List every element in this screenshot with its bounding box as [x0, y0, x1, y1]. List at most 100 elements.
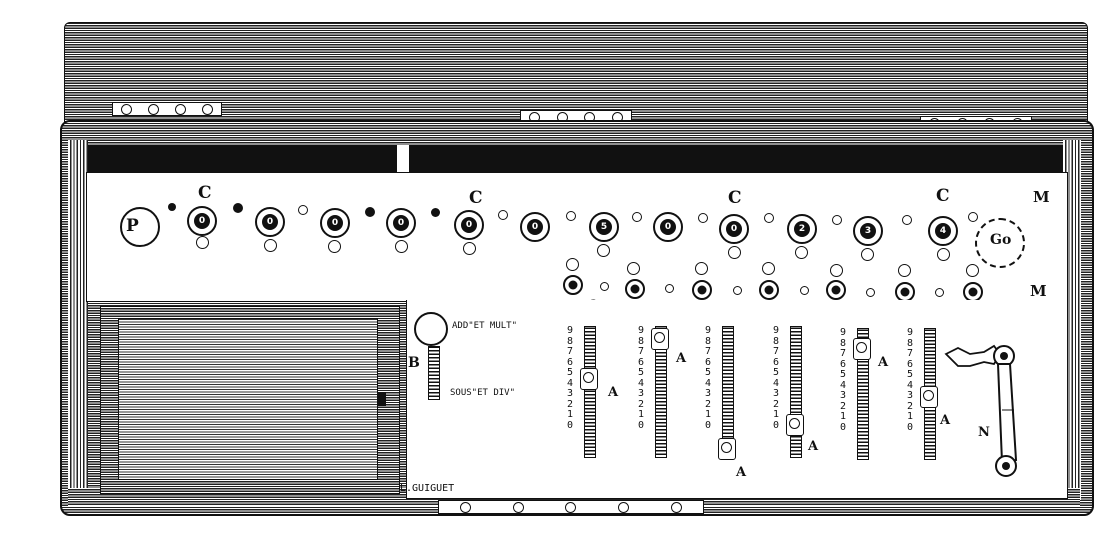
digit-mark: 0 [839, 421, 847, 433]
digit-mark: 7 [566, 346, 574, 357]
digit-mark: 7 [906, 348, 914, 359]
result-dial-1[interactable]: 0 [187, 206, 217, 236]
p-knob[interactable] [120, 207, 160, 247]
letter-c-2: C [469, 188, 483, 208]
digit-mark: 1 [566, 409, 574, 420]
result-dial-3[interactable]: 0 [320, 208, 350, 238]
storage-tray-recess [118, 318, 378, 480]
digit-mark: 5 [637, 367, 645, 378]
marker-dot [168, 203, 176, 211]
digit-mark: 0 [566, 419, 574, 431]
box-lid [64, 22, 1088, 122]
quotient-dial-7[interactable] [963, 282, 983, 302]
slider-rack [655, 326, 667, 458]
marker-hole [968, 212, 978, 222]
hinge-bottom [438, 500, 704, 514]
marker-hole [733, 286, 742, 295]
digit-mark: 6 [906, 358, 914, 370]
digit-mark: 3 [772, 388, 780, 399]
result-dial-7[interactable]: 5 [589, 212, 619, 242]
digit-mark: 6 [772, 356, 780, 368]
digit-mark: 0 [772, 419, 780, 431]
digit-mark: 8 [839, 337, 847, 349]
letter-p: P [126, 216, 139, 236]
quotient-dial-4[interactable] [759, 280, 779, 300]
digit-mark: 5 [704, 367, 712, 378]
switch-rack [428, 346, 440, 400]
result-dial-10[interactable]: 2 [787, 214, 817, 244]
marker-hole [665, 284, 674, 293]
reset-hole [463, 242, 476, 255]
digit-mark: 2 [839, 400, 847, 412]
marker-hole [935, 288, 944, 297]
gear-label: Gо [990, 232, 1012, 248]
slider-rack [584, 326, 596, 458]
digit-mark: 4 [704, 377, 712, 389]
slider-rack [790, 326, 802, 458]
letter-c-4: C [936, 186, 950, 206]
setting-slider-button[interactable] [718, 438, 736, 460]
reset-hole [597, 244, 610, 257]
letter-a-upper: A [878, 355, 889, 370]
marker-hole [832, 215, 842, 225]
quotient-dial-1[interactable] [563, 275, 583, 295]
marker-hole [566, 211, 576, 221]
counter-window [830, 264, 843, 277]
result-dial-4[interactable]: 0 [386, 208, 416, 238]
result-dial-9[interactable]: 0 [719, 214, 749, 244]
digit-mark: 6 [637, 356, 645, 368]
digit-mark: 3 [906, 390, 914, 401]
digit-mark: 7 [839, 348, 847, 359]
result-dial-2[interactable]: 0 [255, 207, 285, 237]
marker-hole [902, 215, 912, 225]
result-dial-6[interactable]: 0 [520, 212, 550, 242]
digit-mark: 9 [906, 327, 914, 338]
result-dial-11[interactable]: 3 [853, 216, 883, 246]
digit-mark: 4 [566, 377, 574, 389]
digit-mark: 2 [704, 398, 712, 410]
digit-mark: 8 [566, 335, 574, 347]
letter-c-1: C [198, 183, 212, 203]
quotient-dial-3[interactable] [692, 280, 712, 300]
digit-mark: 7 [637, 346, 645, 357]
quotient-dial-2[interactable] [625, 279, 645, 299]
addition-label: ADD"ET MULT" [452, 321, 518, 331]
digit-mark: 4 [906, 379, 914, 391]
digit-mark: 1 [772, 409, 780, 420]
letter-a-upper: A [608, 385, 619, 400]
digit-mark: 0 [704, 419, 712, 431]
crank-handle-icon[interactable] [940, 340, 1030, 490]
marker-dot [233, 203, 243, 213]
digit-mark: 8 [704, 335, 712, 347]
marker-hole [698, 213, 708, 223]
result-dial-12[interactable]: 4 [928, 216, 958, 246]
setting-slider-button[interactable] [786, 414, 804, 436]
marker-dot [365, 207, 375, 217]
setting-slider-button[interactable] [853, 338, 871, 360]
digit-mark: 7 [704, 346, 712, 357]
subtraction-label: SOUS"ET DIV" [450, 388, 516, 398]
result-dial-5[interactable]: 0 [454, 210, 484, 240]
reset-hole [861, 248, 874, 261]
reset-hole [395, 240, 408, 253]
letter-n: N [978, 425, 990, 440]
setting-slider-button[interactable] [580, 368, 598, 390]
add-sub-switch-knob[interactable] [414, 312, 448, 346]
reset-hole [196, 236, 209, 249]
slider-rack [857, 328, 869, 460]
digit-mark: 4 [772, 377, 780, 389]
result-carriage-slot [88, 145, 1063, 173]
digit-mark: 6 [566, 356, 574, 368]
setting-slider-button[interactable] [651, 328, 669, 350]
reset-hole [795, 246, 808, 259]
result-dial-8[interactable]: 0 [653, 212, 683, 242]
marker-hole [298, 205, 308, 215]
digit-mark: 3 [704, 388, 712, 399]
marker-hole [764, 213, 774, 223]
quotient-dial-6[interactable] [895, 282, 915, 302]
quotient-dial-5[interactable] [826, 280, 846, 300]
setting-slider-button[interactable] [920, 386, 938, 408]
tray-latch[interactable] [378, 392, 386, 406]
digit-mark: 8 [637, 335, 645, 347]
